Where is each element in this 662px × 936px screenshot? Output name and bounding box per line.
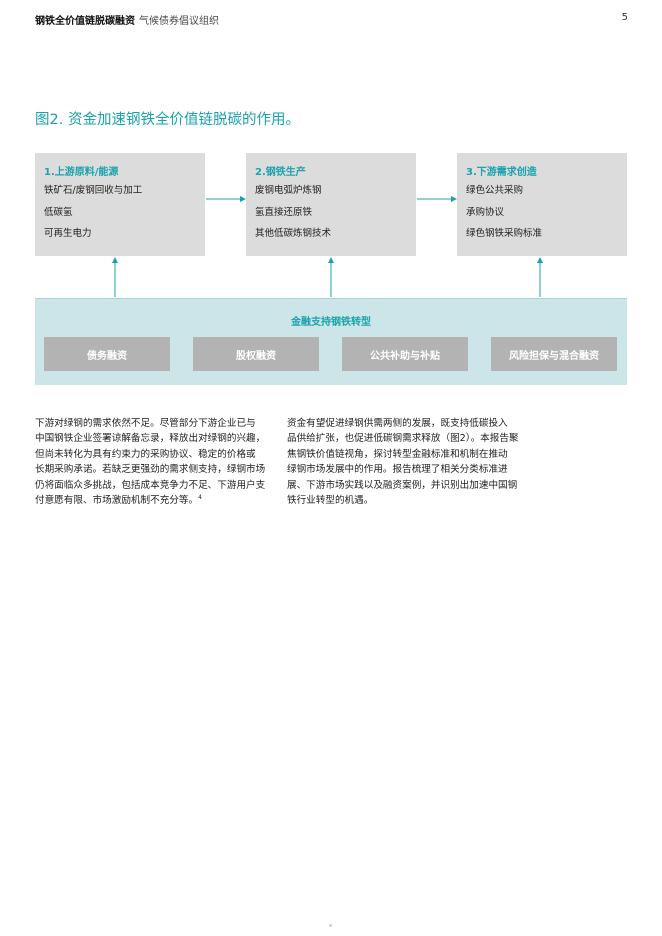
arrowhead-right-1 [240, 196, 246, 202]
tool-equity-financing: 股权融资 [193, 337, 319, 371]
footnote-ref[interactable]: 4 [198, 493, 202, 501]
stage-item: 氢直接还原铁 [255, 206, 313, 218]
arrowhead-up-3 [537, 257, 543, 263]
stage-production: 2.钢铁生产 废钢电弧炉炼钢 氢直接还原铁 其他低碳炼钢技术 [246, 153, 416, 256]
text-line: 付意愿有限、市场激励机制不充分等。4 [35, 493, 275, 508]
stage-title: 2.钢铁生产 [255, 167, 306, 178]
finance-title: 金融支持钢铁转型 [291, 317, 371, 328]
stage-item: 可再生电力 [44, 228, 92, 239]
stage-item: 废钢电弧炉炼钢 [255, 185, 322, 196]
stage-item: 低碳氢 [44, 206, 73, 218]
arrowhead-up-2 [328, 257, 334, 263]
text-line: 品供给扩张，也促进低碳钢需求释放（图2）。本报告聚 [287, 433, 519, 445]
text-line: 仍将面临众多挑战，包括成本竞争力不足、下游用户支 [35, 479, 266, 491]
stage-item: 铁矿石/废钢回收与加工 [44, 185, 143, 196]
text-line: 资金有望促进绿钢供需两侧的发展，既支持低碳投入 [287, 418, 508, 429]
stage-title: 3.下游需求创造 [466, 167, 537, 178]
figure-title: 图2. 资金加速钢铁全价值链脱碳的作用。 [35, 112, 300, 128]
text-line: 但尚未转化为具有约束力的采购协议、稳定的价格或 [35, 448, 256, 460]
stage-downstream: 3.下游需求创造 绿色公共采购 承购协议 绿色钢铁采购标准 [457, 153, 627, 256]
body-column-left: 下游对绿钢的需求依然不足。尽管部分下游企业已与 中国钢铁企业签署谅解备忘录，释放… [35, 416, 275, 508]
stage-item: 承购协议 [466, 206, 505, 218]
stage-item: 绿色钢铁采购标准 [466, 228, 543, 239]
tool-public-subsidies: 公共补助与补贴 [342, 337, 468, 371]
stage-item: 绿色公共采购 [466, 185, 524, 196]
arrowhead-right-2 [451, 196, 457, 202]
page-number: 5 [621, 12, 628, 23]
body-column-right: 资金有望促进绿钢供需两侧的发展，既支持低碳投入 品供给扩张，也促进低碳钢需求释放… [287, 416, 527, 508]
tool-debt-financing: 债务融资 [44, 337, 170, 371]
running-header: 钢铁全价值链脱碳融资气候债券倡议组织 [35, 12, 219, 27]
finance-panel: 金融支持钢铁转型 债务融资 股权融资 公共补助与补贴 风险担保与混合融资 [35, 298, 627, 385]
doc-title: 钢铁全价值链脱碳融资 [35, 16, 135, 27]
arrowhead-up-1 [112, 257, 118, 263]
stage-title: 1.上游原料/能源 [44, 167, 119, 178]
text-line-last: 付意愿有限、市场激励机制不充分等。 [35, 495, 199, 507]
text-line: 长期采购承诺。若缺乏更强劲的需求侧支持，绿钢市场 [35, 464, 266, 476]
text-line: 铁行业转型的机遇。 [287, 495, 374, 507]
org-name: 气候债券倡议组织 [139, 16, 219, 27]
tool-risk-guarantee-blended: 风险担保与混合融资 [491, 337, 617, 371]
text-line: 绿钢市场发展中的作用。报告梳理了相关分类标准进 [287, 464, 508, 476]
text-line: 焦钢铁价值链视角，探讨转型金融标准和机制在推动 [287, 448, 508, 460]
flow-arrows [112, 196, 543, 297]
text-line: 下游对绿钢的需求依然不足。尽管部分下游企业已与 [35, 418, 256, 429]
stage-upstream: 1.上游原料/能源 铁矿石/废钢回收与加工 低碳氢 可再生电力 [35, 153, 205, 256]
page-dot [329, 924, 332, 927]
text-line: 展、下游市场实践以及融资案例，并识别出加速中国钢 [287, 479, 518, 491]
stage-item: 其他低碳炼钢技术 [255, 228, 332, 239]
text-line: 中国钢铁企业签署谅解备忘录，释放出对绿钢的兴趣， [35, 433, 266, 445]
